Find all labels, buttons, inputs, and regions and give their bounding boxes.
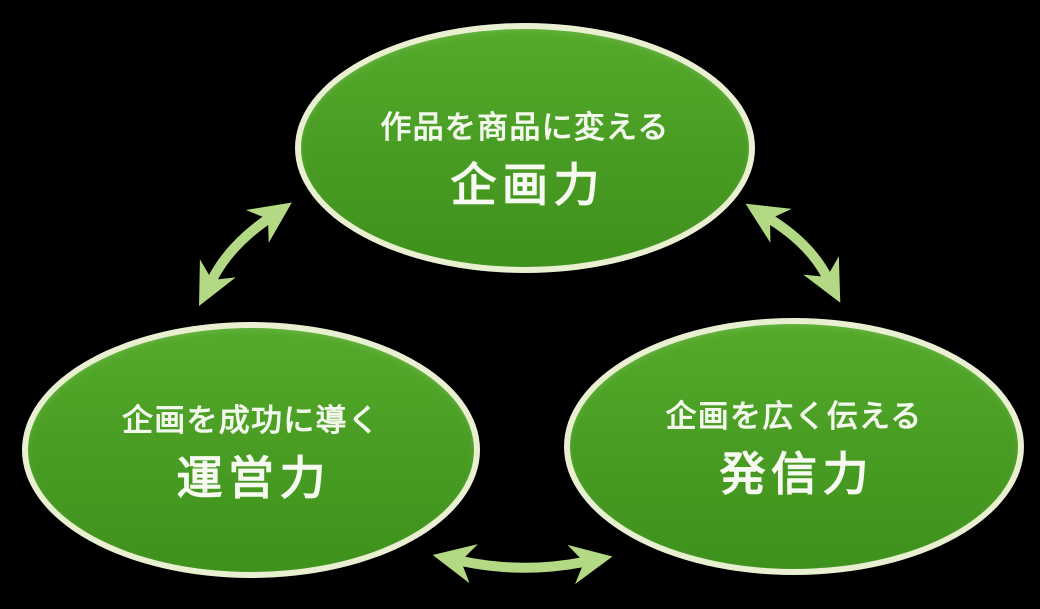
node-subtitle: 企画を広く伝える [665,399,923,434]
node-management: 企画を成功に導く 運営力 [22,322,480,578]
double-arrow-right-icon [745,203,841,303]
node-title: 運営力 [176,451,332,504]
node-planning-label: 作品を商品に変える 企画力 [380,109,669,214]
double-arrow-left-icon [199,202,292,306]
node-title: 発信力 [719,448,875,500]
node-communication-label: 企画を広く伝える 発信力 [666,398,923,503]
node-management-label: 企画を成功に導く 運営力 [122,402,380,507]
node-subtitle: 企画を成功に導く [122,402,380,438]
node-title: 企画力 [450,158,606,211]
node-communication: 企画を広く伝える 発信力 [564,318,1024,575]
node-subtitle: 作品を商品に変える [380,109,670,145]
double-arrow-bottom-icon [432,544,613,585]
node-planning: 作品を商品に変える 企画力 [295,23,755,273]
